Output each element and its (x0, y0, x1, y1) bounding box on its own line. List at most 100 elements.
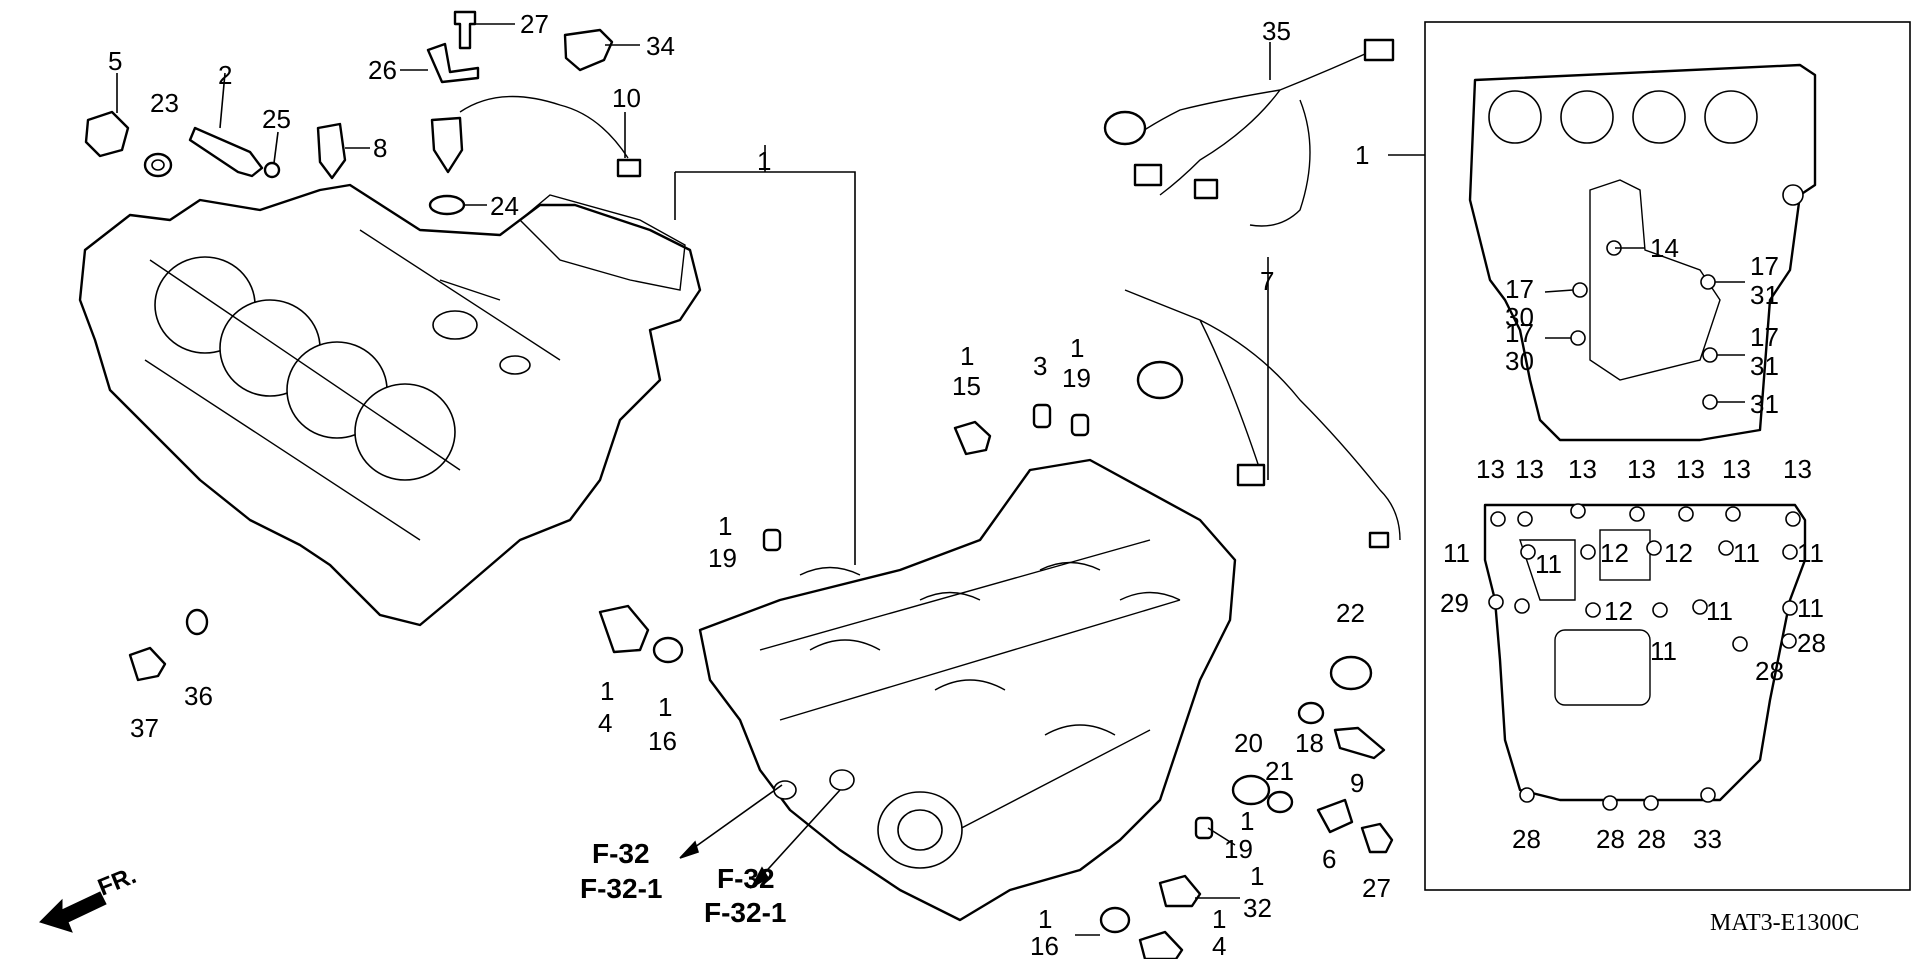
upper-crankcase-ribs (144, 229, 561, 541)
inset-frame (1424, 21, 1911, 891)
hole-28e (1643, 795, 1659, 811)
part-16-washer-a (652, 636, 684, 664)
callout-32: 32 (1243, 893, 1272, 923)
part-24-oring (428, 194, 466, 216)
part-19-dowel-b (762, 528, 782, 552)
callout-1-19c: 1 (1240, 806, 1254, 836)
callout-11c: 11 (1733, 538, 1760, 568)
part-2-pin (188, 126, 264, 178)
upper-boss-2 (499, 355, 531, 375)
small-parts (84, 10, 1401, 961)
callout-15: 15 (952, 371, 981, 401)
hole-13g (1785, 511, 1801, 527)
hole-13c (1570, 503, 1586, 519)
callout-29: 29 (1440, 588, 1469, 618)
cylinder-bore-2 (1560, 90, 1614, 144)
ref-f32-1-a: F-32-1 (580, 873, 662, 904)
callout-35: 35 (1262, 16, 1291, 46)
callout-12a: 12 (1600, 538, 1629, 568)
front-arrow-icon (39, 891, 107, 933)
crank-seal-bore (897, 809, 943, 851)
callout-27a: 27 (520, 9, 549, 39)
part-34-sensor (563, 28, 614, 72)
main-journals-upper (799, 561, 1181, 601)
callout-28e: 28 (1637, 824, 1666, 854)
callout-11b: 11 (1535, 549, 1562, 579)
part-7-connector (1236, 463, 1266, 487)
part-35-harness (1129, 44, 1386, 227)
callout-1-19a: 1 (1070, 333, 1084, 363)
part-35-boot (1103, 110, 1147, 146)
hole-33 (1700, 787, 1716, 803)
callout-3: 3 (1033, 351, 1047, 381)
callout-1-16b: 1 (1038, 904, 1052, 934)
hole-11e (1652, 602, 1668, 618)
part-19-dowel-a (1070, 413, 1090, 437)
part-20-cap (1231, 774, 1271, 806)
callout-19c: 19 (1224, 834, 1253, 864)
lower-case-pocket (1599, 529, 1651, 581)
callout-31b: 31 (1750, 351, 1779, 381)
part-15-bolt (953, 420, 992, 456)
callout-30a: 30 (1505, 302, 1534, 332)
callout-37: 37 (130, 713, 159, 743)
callout-5: 5 (108, 46, 122, 76)
callout-11f: 11 (1706, 596, 1733, 626)
callout-13a: 13 (1476, 454, 1505, 484)
callout-13f: 13 (1722, 454, 1751, 484)
part-10-connector (616, 158, 642, 178)
oil-passage-1 (773, 780, 797, 800)
callout-28b: 28 (1755, 656, 1784, 686)
part-18-washer (1297, 701, 1325, 725)
lower-case-rib (1519, 539, 1576, 601)
callout-34: 34 (646, 31, 675, 61)
callout-18: 18 (1295, 728, 1324, 758)
upper-boss (432, 310, 478, 340)
part-35-connector-b (1133, 163, 1163, 187)
callout-24: 24 (490, 191, 519, 221)
callout-20: 20 (1234, 728, 1263, 758)
callout-13d: 13 (1627, 454, 1656, 484)
part-6-clamp (1316, 798, 1354, 834)
callout-13b: 13 (1515, 454, 1544, 484)
hole-11d (1782, 544, 1798, 560)
part-7-harness (1124, 289, 1401, 541)
callouts: 5 23 2 25 8 27 26 34 10 24 35 1 1 7 1 15… (108, 9, 1826, 961)
part-35-connector-c (1193, 178, 1219, 200)
lower-crankcase (698, 458, 1237, 922)
callout-28a: 28 (1797, 628, 1826, 658)
callout-13g: 13 (1783, 454, 1812, 484)
callout-11a: 11 (1443, 538, 1470, 568)
part-3-dowel (1032, 403, 1052, 429)
part-4-plug-a (598, 604, 650, 654)
callout-16a: 16 (648, 726, 677, 756)
callout-6: 6 (1322, 844, 1336, 874)
callout-4b: 4 (1212, 931, 1226, 959)
callout-19b: 19 (708, 543, 737, 573)
ref-arrows (679, 784, 841, 890)
callout-11g: 11 (1797, 593, 1824, 623)
callout-11d: 11 (1797, 538, 1824, 568)
callout-7: 7 (1260, 266, 1274, 296)
callout-1-19b: 1 (718, 511, 732, 541)
callout-16b: 16 (1030, 931, 1059, 959)
part-27-bolt-b (1360, 822, 1394, 854)
callout-9: 9 (1350, 768, 1364, 798)
part-26-clamp (426, 42, 480, 84)
part-37-bolt (128, 646, 167, 682)
upper-case-outline (1468, 63, 1817, 442)
callout-1-32: 1 (1250, 861, 1264, 891)
callout-1-4a: 1 (600, 676, 614, 706)
callout-1-main: 1 (757, 146, 771, 176)
callout-26: 26 (368, 55, 397, 85)
callout-21: 21 (1265, 756, 1294, 786)
callout-1-15: 1 (960, 341, 974, 371)
part-16-washer-b (1099, 906, 1131, 934)
part-19-dowel-c (1194, 816, 1214, 840)
part-8-switch (316, 122, 347, 180)
hole-13a (1490, 511, 1506, 527)
callout-14: 14 (1650, 233, 1679, 263)
callout-1-4b: 1 (1212, 904, 1226, 934)
diagram-code: MAT3-E1300C (1710, 910, 1859, 936)
